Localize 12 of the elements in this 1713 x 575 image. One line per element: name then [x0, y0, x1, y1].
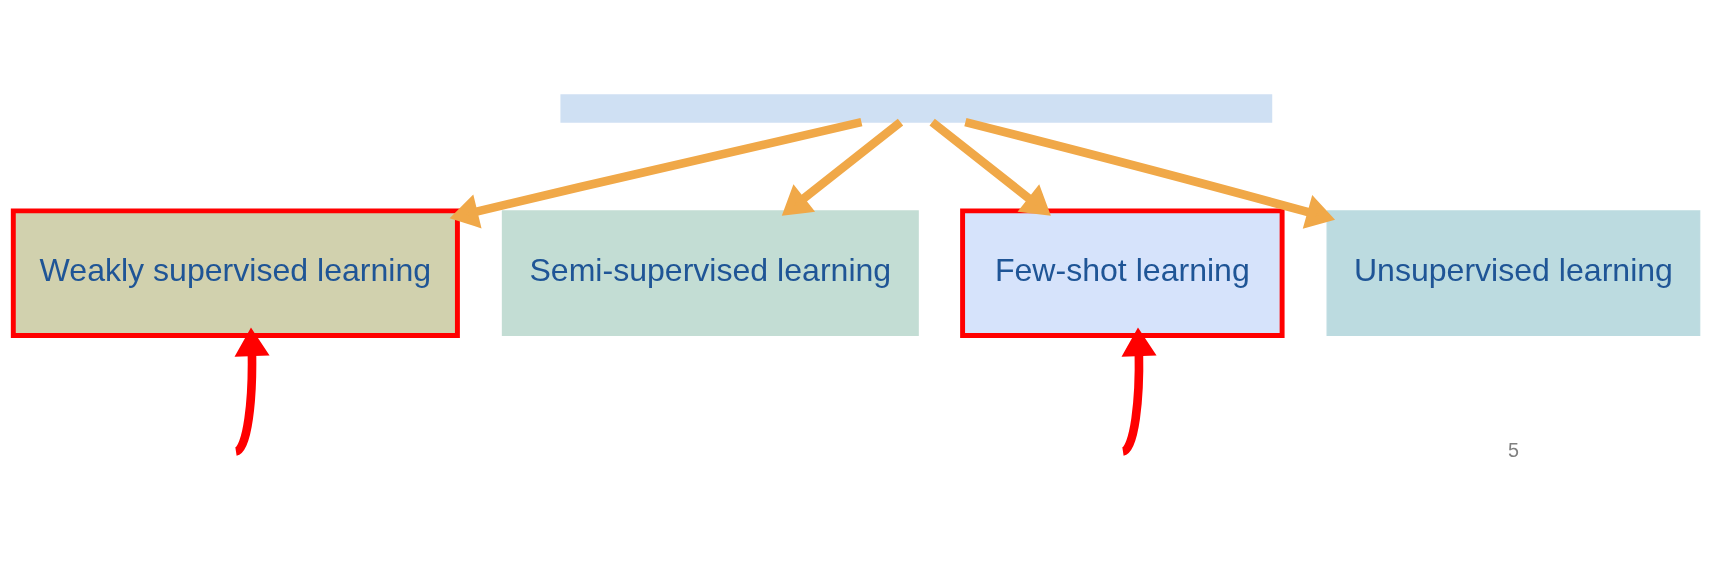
arrow	[234, 327, 270, 455]
node-box	[560, 93, 1273, 123]
arrow	[964, 117, 1336, 229]
node-box: Semi-supervised learning	[501, 209, 919, 336]
node-box: Unsupervised learning	[1326, 209, 1701, 336]
arrow	[781, 118, 904, 216]
arrow	[449, 117, 863, 228]
node-box: Few-shot learning	[960, 207, 1285, 338]
arrow	[1121, 327, 1157, 455]
node-box: Weakly supervised learning	[10, 207, 460, 338]
arrow	[929, 118, 1051, 216]
label: 5	[1507, 438, 1519, 461]
